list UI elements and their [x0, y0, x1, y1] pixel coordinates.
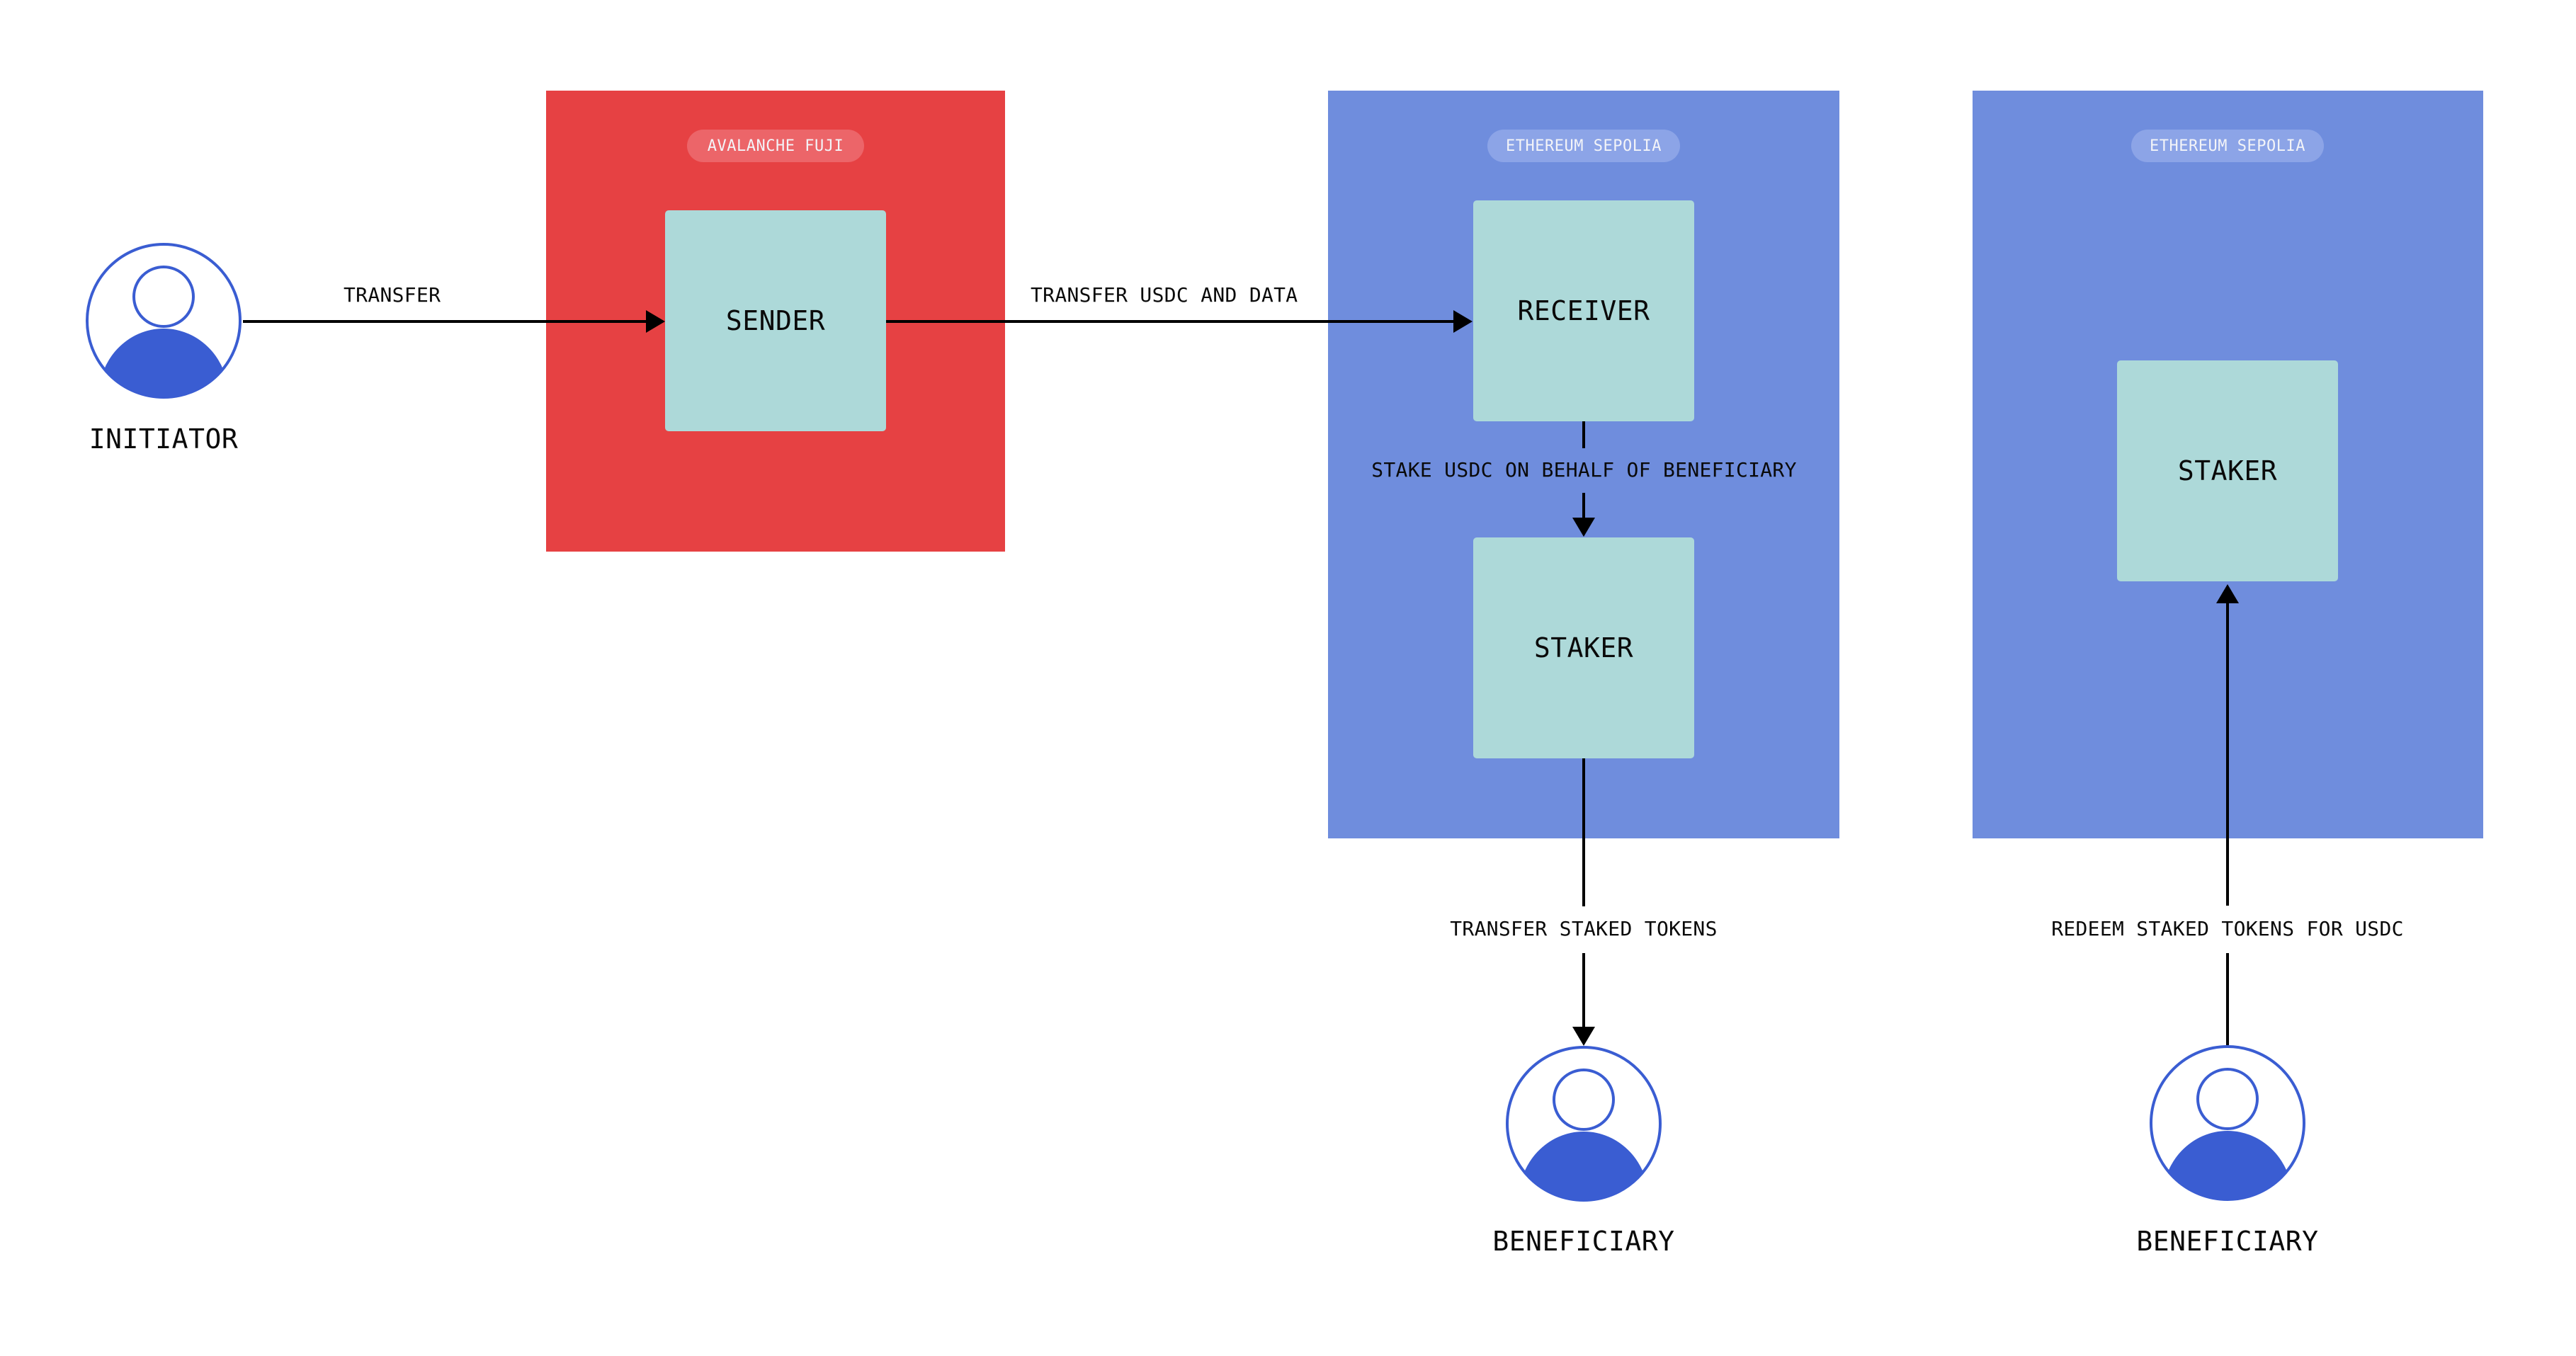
edge-label-redeem-staked-tokens: REDEEM STAKED TOKENS FOR USDC [2051, 917, 2404, 940]
beneficiary-2-user-icon[interactable] [2148, 1044, 2307, 1202]
edge-label-transfer-usdc-and-data: TRANSFER USDC AND DATA [1031, 283, 1298, 307]
actor-label-beneficiary-2: BENEFICIARY [2136, 1226, 2319, 1257]
node-receiver-label: RECEIVER [1517, 295, 1650, 326]
actor-label-initiator: INITIATOR [89, 423, 239, 455]
node-staker-2[interactable]: STAKER [2117, 360, 2338, 581]
node-staker-1-label: STAKER [1533, 632, 1634, 663]
node-sender[interactable]: SENDER [665, 210, 886, 431]
node-sender-label: SENDER [725, 305, 826, 336]
edge-label-transfer: TRANSFER [344, 283, 441, 307]
edge-label-stake-usdc: STAKE USDC ON BEHALF OF BENEFICIARY [1371, 458, 1797, 482]
node-receiver[interactable]: RECEIVER [1473, 200, 1694, 421]
chain-label-ethereum-sepolia-1: ETHEREUM SEPOLIA [1487, 130, 1680, 162]
chain-label-ethereum-sepolia-2: ETHEREUM SEPOLIA [2131, 130, 2324, 162]
chain-label-avalanche-fuji: AVALANCHE FUJI [687, 130, 864, 162]
node-staker-1[interactable]: STAKER [1473, 537, 1694, 758]
arrowhead-down-icon [1572, 1027, 1595, 1046]
beneficiary-1-user-icon[interactable] [1504, 1044, 1663, 1203]
initiator-user-icon[interactable] [84, 241, 243, 400]
node-staker-2-label: STAKER [2177, 455, 2278, 486]
edge-label-transfer-staked-tokens: TRANSFER STAKED TOKENS [1450, 917, 1718, 940]
actor-label-beneficiary-1: BENEFICIARY [1492, 1226, 1675, 1257]
